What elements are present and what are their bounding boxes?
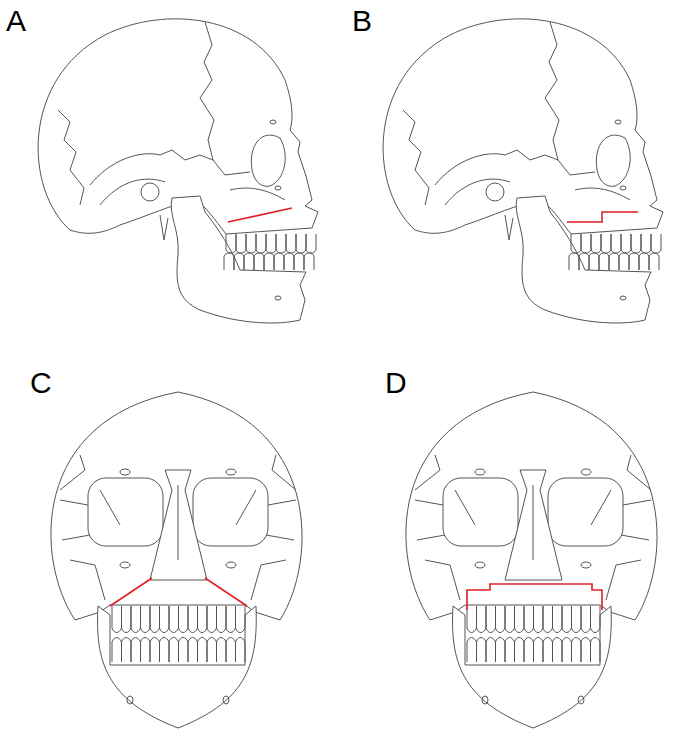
panel-letter: C <box>30 368 52 398</box>
panel-letter: D <box>385 368 407 398</box>
panel-letter: B <box>352 6 372 36</box>
panel-letter: A <box>6 6 26 36</box>
